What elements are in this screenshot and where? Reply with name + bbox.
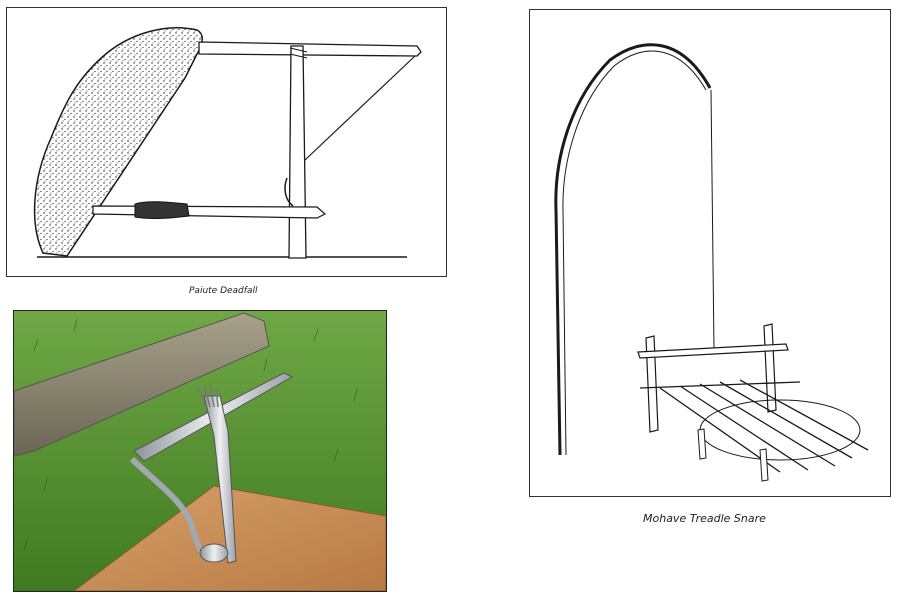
paiute-deadfall-illustration <box>6 7 447 277</box>
snare-cord <box>710 89 715 351</box>
snare-caption: Mohave Treadle Snare <box>643 512 766 525</box>
crossbar <box>637 343 789 359</box>
snare-drawing <box>554 43 869 482</box>
grass-texture <box>23 318 358 552</box>
treadle-sticks <box>639 379 869 473</box>
top-pole <box>198 41 422 57</box>
vertical-post <box>288 45 307 259</box>
trigger-toggle <box>284 177 294 207</box>
left-stake <box>645 335 659 433</box>
bait-stick <box>92 205 327 219</box>
deadfall-drawing <box>33 27 422 259</box>
spoon <box>129 456 207 558</box>
spoon-bowl <box>199 543 229 563</box>
bent-sapling <box>554 43 712 456</box>
trigger-cord <box>304 55 416 161</box>
front-stake-left <box>697 428 707 460</box>
mohave-treadle-snare-illustration <box>529 9 891 497</box>
deadfall-stone <box>33 27 203 257</box>
rock-slab <box>14 312 270 457</box>
front-stake-right <box>759 448 769 482</box>
top-lashing <box>289 47 308 59</box>
deadfall-caption: Paiute Deadfall <box>189 286 258 296</box>
bait-bundle <box>134 201 190 220</box>
utensil-trap-photo <box>13 310 387 592</box>
photo-drawing <box>14 311 386 591</box>
fork-tines <box>197 384 219 408</box>
fork <box>203 395 237 564</box>
